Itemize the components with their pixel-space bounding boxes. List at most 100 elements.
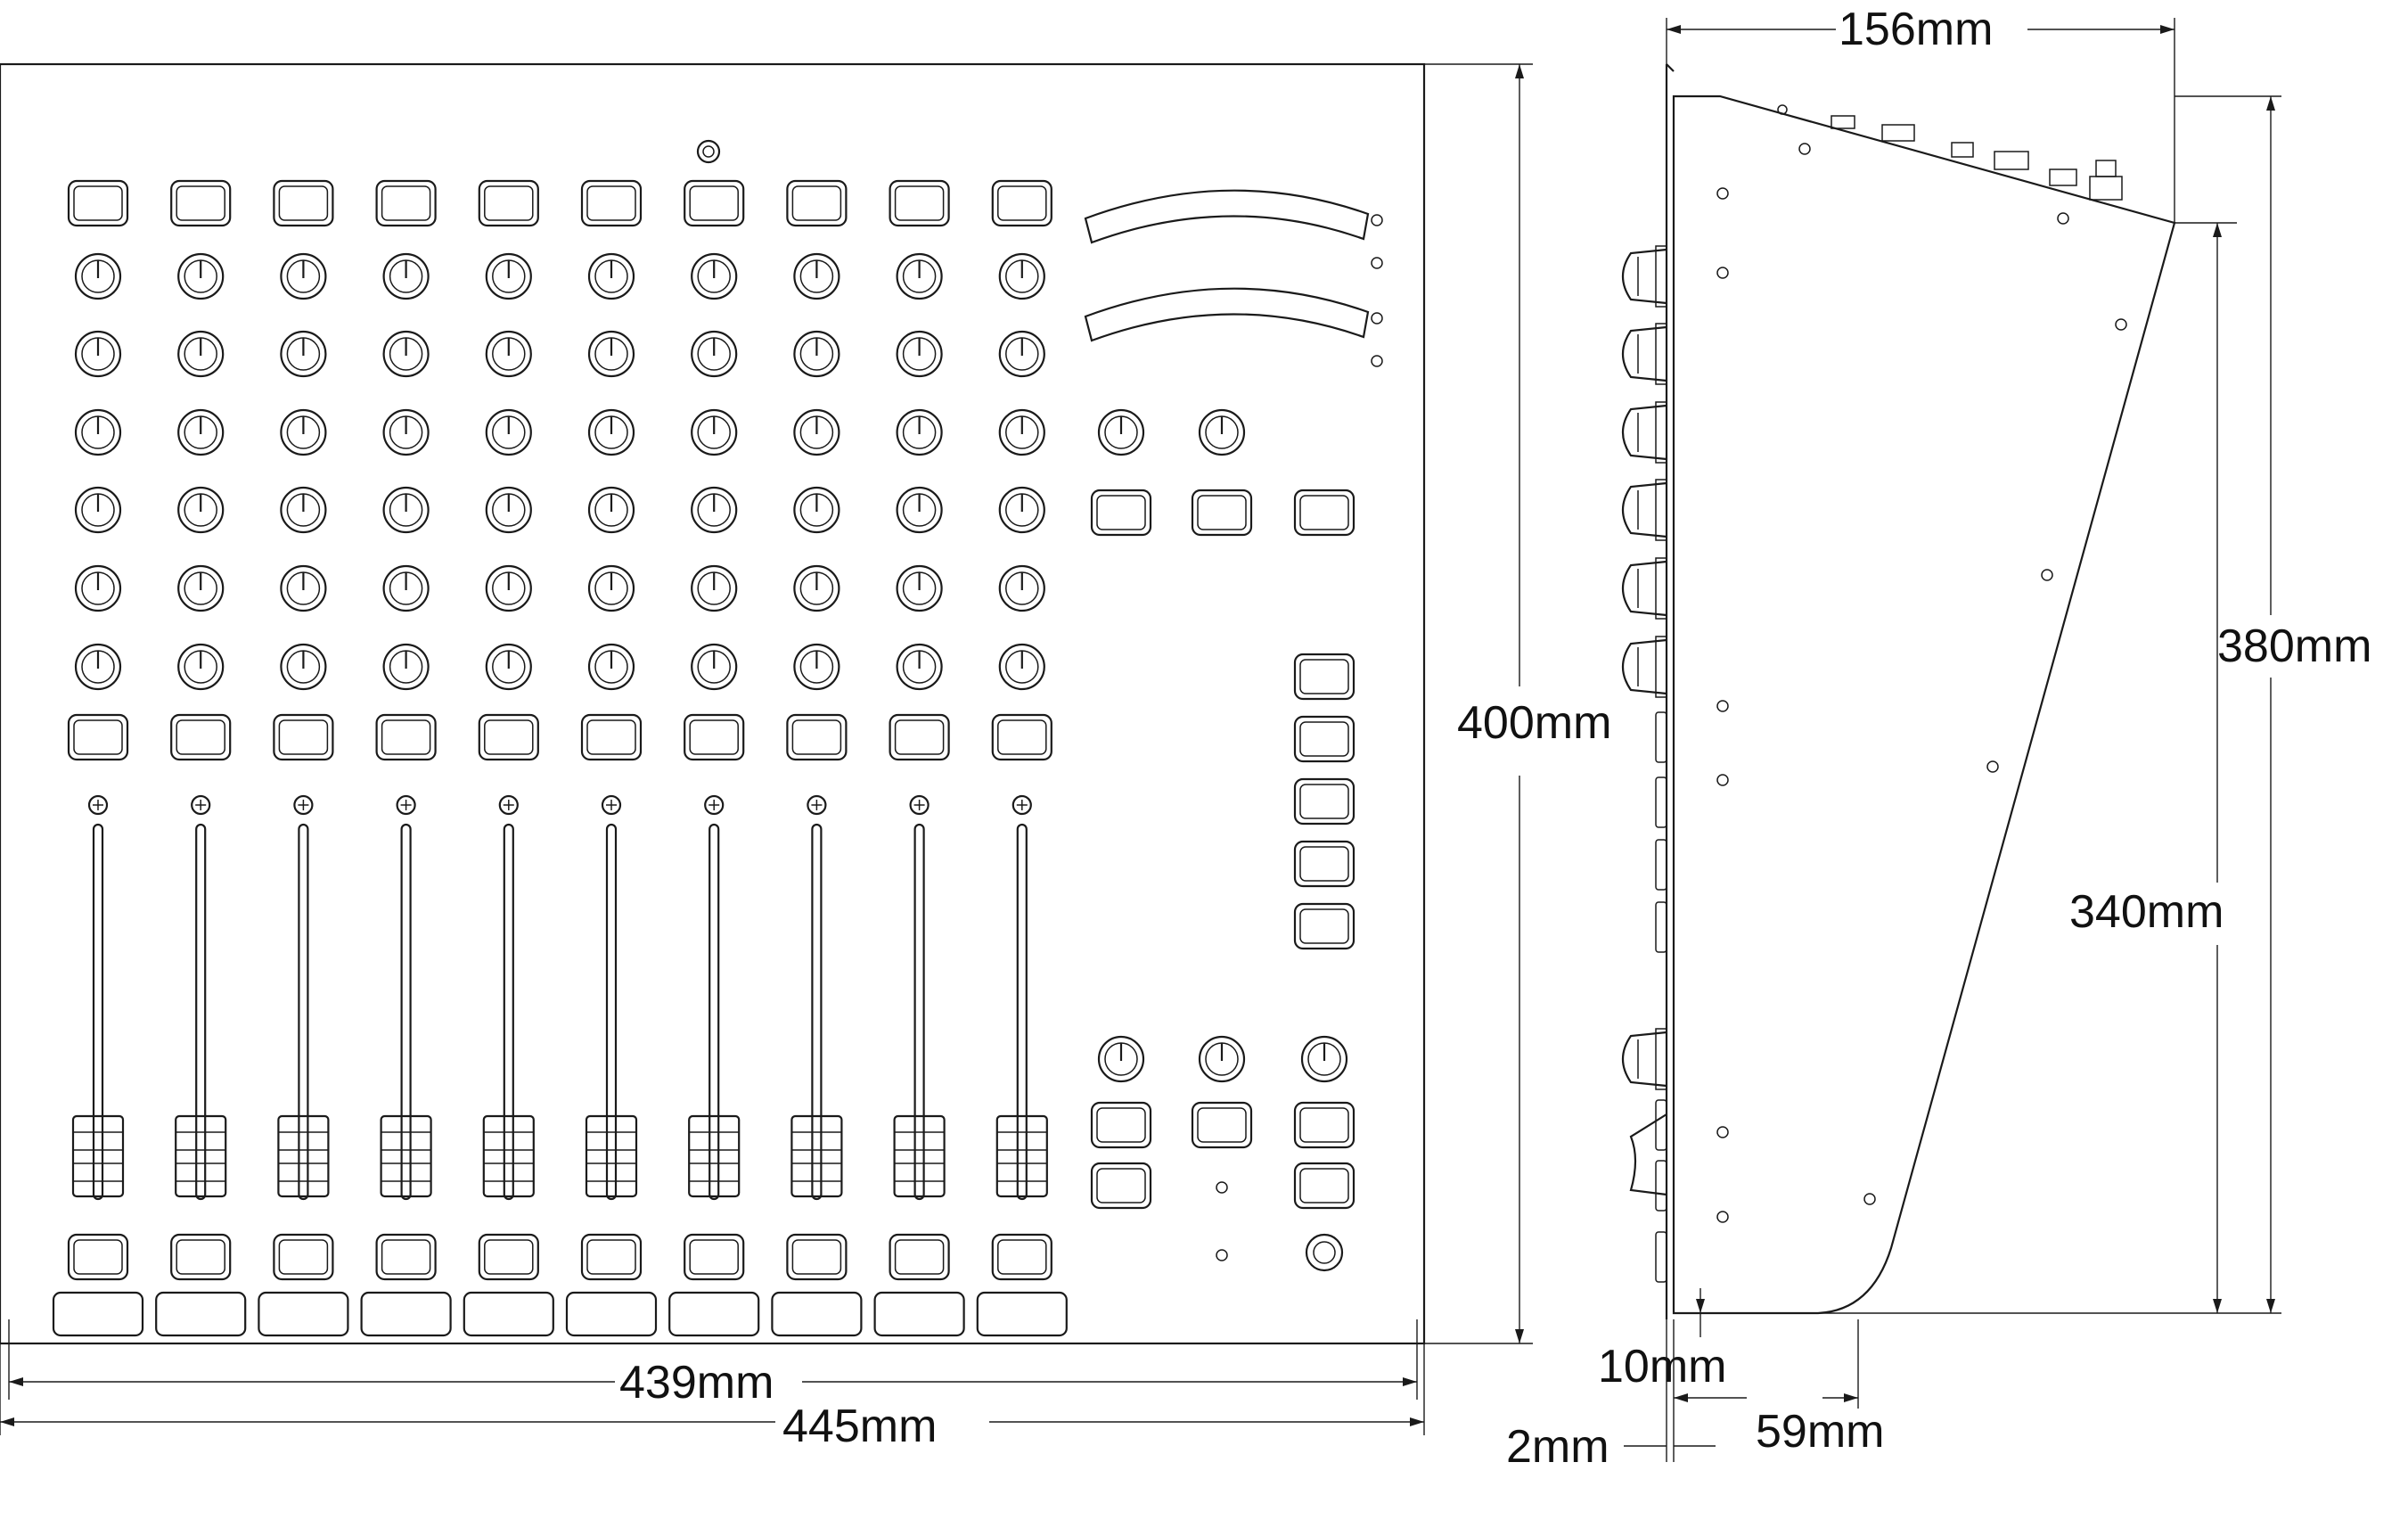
side-button-profile: [1655, 901, 1667, 953]
scribble-strip: [976, 1291, 1068, 1337]
channel-bottom-button: [991, 1233, 1052, 1281]
dim-side-depth: 156mm: [1839, 4, 1993, 55]
output-knob: [1300, 1035, 1348, 1083]
channel-knob: [177, 486, 225, 534]
master-button: [1293, 489, 1356, 537]
output-knob: [1097, 1035, 1145, 1083]
channel-knob: [793, 643, 840, 691]
channel-select-button: [375, 713, 437, 761]
channel-top-button: [786, 179, 848, 227]
dim-side-foot-depth: 59mm: [1756, 1406, 1884, 1458]
side-fader-profile: [1629, 1113, 1667, 1196]
channel-knob: [998, 643, 1045, 691]
fader-screw: [601, 794, 622, 816]
channel-knob: [998, 564, 1045, 612]
channel-knob: [896, 564, 943, 612]
fader-screw: [909, 794, 930, 816]
front-view: 400mm 439mm 445mm: [0, 62, 1611, 1452]
channel-select-button: [786, 713, 848, 761]
fader-cap: [893, 1114, 946, 1198]
side-stack-button: [1293, 715, 1356, 763]
channel-strip: [52, 179, 144, 1337]
channel-knob: [382, 330, 430, 378]
output-button: [1090, 1162, 1152, 1210]
fader-cap: [380, 1114, 432, 1198]
channel-knob: [74, 252, 122, 300]
channel-knob: [382, 564, 430, 612]
headphone-jack: [1305, 1233, 1344, 1272]
side-stack-button: [1293, 840, 1356, 888]
channel-top-button: [170, 179, 232, 227]
fader-slot: [92, 823, 104, 1201]
channel-knob: [177, 564, 225, 612]
channel-top-button: [684, 179, 745, 227]
fader-slot: [811, 823, 823, 1201]
channel-strip: [463, 179, 554, 1337]
fader-screw: [293, 794, 314, 816]
channel-knob: [485, 408, 532, 456]
front-panel-outline: [0, 62, 1426, 1345]
channel-select-button: [67, 713, 129, 761]
dim-side-height-front: 340mm: [2069, 886, 2224, 938]
channel-bottom-button: [580, 1233, 643, 1281]
channel-bottom-button: [478, 1233, 539, 1281]
side-button-profile: [1655, 839, 1667, 891]
channel-knob: [382, 486, 430, 534]
channel-knob: [896, 486, 943, 534]
channel-knob: [485, 486, 532, 534]
meter-arc-top: [1084, 189, 1370, 244]
channel-knob: [587, 643, 635, 691]
channel-knob: [485, 330, 532, 378]
channel-strip: [668, 179, 760, 1337]
channel-knob: [896, 643, 943, 691]
channel-knob: [793, 564, 840, 612]
side-button-profile: [1655, 711, 1667, 763]
channel-bottom-button: [67, 1233, 129, 1281]
channel-knob: [177, 252, 225, 300]
master-knob: [1097, 408, 1145, 456]
channel-knob: [998, 486, 1045, 534]
side-knob-profile: [1621, 636, 1667, 698]
side-dimensions: 156mm 380mm 340mm 10mm 2m: [1506, 4, 2371, 1473]
channel-strip: [258, 179, 349, 1337]
channel-knob: [998, 408, 1045, 456]
side-knob-profile: [1621, 401, 1667, 464]
side-knob-profile: [1621, 479, 1667, 541]
channel-knob: [691, 643, 738, 691]
channel-knob: [280, 408, 327, 456]
dim-front-width-inner: 439mm: [619, 1357, 774, 1409]
fader-slot: [400, 823, 412, 1201]
master-button: [1090, 489, 1152, 537]
scribble-strip: [668, 1291, 760, 1337]
channel-strips: [52, 179, 1068, 1337]
channel-knob: [74, 330, 122, 378]
channel-strip: [873, 179, 965, 1337]
channel-knob: [998, 252, 1045, 300]
channel-select-button: [580, 713, 643, 761]
fader-slot: [298, 823, 309, 1201]
channel-top-button: [478, 179, 539, 227]
channel-knob: [485, 252, 532, 300]
fader-slot: [1016, 823, 1028, 1201]
fader-screw: [498, 794, 519, 816]
channel-strip: [771, 179, 863, 1337]
channel-bottom-button: [786, 1233, 848, 1281]
channel-knob: [691, 330, 738, 378]
fader-cap: [175, 1114, 227, 1198]
side-stack-button: [1293, 902, 1356, 950]
side-stack-button: [1293, 653, 1356, 701]
side-button-profile: [1655, 1160, 1667, 1212]
channel-knob: [793, 252, 840, 300]
side-knob-profiles: [1621, 245, 1667, 1283]
side-mounting-holes: [1716, 143, 2127, 1223]
channel-knob: [280, 564, 327, 612]
channel-knob: [74, 643, 122, 691]
channel-select-button: [478, 713, 539, 761]
channel-knob: [587, 564, 635, 612]
channel-top-button: [889, 179, 950, 227]
scribble-strip: [873, 1291, 965, 1337]
fader-cap: [790, 1114, 843, 1198]
channel-knob: [587, 330, 635, 378]
fader-slot: [195, 823, 207, 1201]
channel-select-button: [273, 713, 334, 761]
